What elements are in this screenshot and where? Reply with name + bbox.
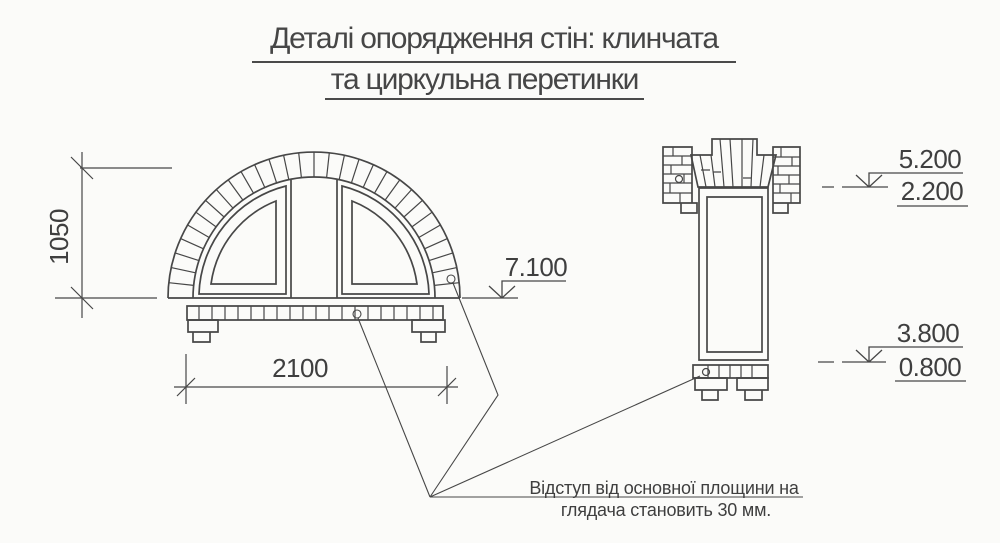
note-line2: глядача становить 30 мм.: [561, 500, 771, 520]
height-dimension-line: [55, 152, 172, 318]
left-masonry-courses: [663, 147, 692, 203]
jamb-elevation-view: [662, 138, 801, 401]
jamb-sill-joints: [707, 365, 753, 378]
arch-elevation-view: [167, 151, 461, 343]
height-dimension-ticks: [70, 156, 94, 310]
lintel-elevation-upper-value: 5.200: [899, 144, 962, 174]
dimensions: 1050 2100: [44, 152, 458, 404]
arch-voussoir-joints: [168, 152, 460, 286]
wedge-lintel-joints: [699, 138, 765, 188]
sill-elevation-symbol: [818, 346, 966, 382]
drawing-title-line2: та циркульна перетинки: [325, 63, 644, 100]
note-line1: Відступ від основної площини на: [529, 478, 800, 498]
right-masonry-courses: [773, 147, 800, 203]
jamb-sill-dowel-mark: [701, 367, 711, 377]
sill-corbels: [187, 319, 446, 343]
drawing-title-line1: Деталі опорядження стін: клинчата: [252, 22, 736, 63]
right-fanlight-frame: [341, 184, 430, 295]
width-dimension-value: 2100: [272, 353, 328, 383]
lintel-elevation-symbol: [822, 172, 968, 207]
springing-elevation-symbol: [462, 280, 566, 299]
width-dimension-ticks: [176, 377, 457, 397]
sill-course-joints: [198, 306, 434, 320]
width-dimension-line: [174, 354, 458, 404]
left-masonry-dowel-mark: [674, 174, 684, 184]
jamb-sill-corbels: [694, 377, 769, 401]
left-masonry-block: [662, 146, 698, 214]
left-fanlight-frame: [198, 184, 287, 295]
lintel-elevation-lower-value: 2.200: [901, 176, 964, 206]
wedge-lintel-outline: [689, 138, 778, 188]
sill-elevation-lower-value: 0.800: [899, 352, 962, 382]
sill-elevation-upper-value: 3.800: [897, 318, 960, 348]
central-mullion: [290, 180, 338, 298]
note-leader-lines: [357, 282, 803, 498]
springing-elevation-value: 7.100: [505, 252, 568, 282]
arch-sill-callout-circle: [352, 309, 362, 319]
window-reveal-frame: [698, 187, 769, 361]
arch-band-callout-circle: [446, 274, 456, 284]
elevation-marks: 7.100 5.200 2.200 3.800 0.800: [462, 144, 968, 382]
note-leaders: Відступ від основної площини на глядача …: [352, 274, 803, 520]
height-dimension-value: 1050: [44, 209, 74, 265]
